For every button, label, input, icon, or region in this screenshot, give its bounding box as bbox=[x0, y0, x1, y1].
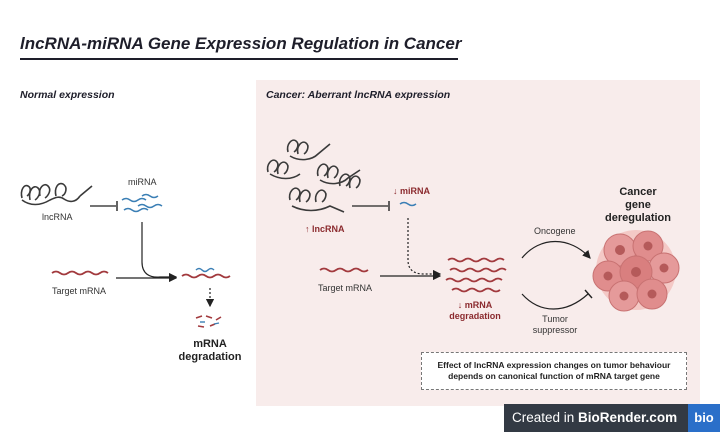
cancer-panel-heading: Cancer: Aberrant lncRNA expression bbox=[266, 89, 451, 101]
tumor-suppressor-bar bbox=[584, 289, 593, 299]
complex-mrna-icon bbox=[181, 273, 231, 279]
tumor-suppressor-line2: suppressor bbox=[532, 325, 578, 335]
cancer-outcome-line2: gene bbox=[625, 199, 651, 211]
mirna-to-target-arrow bbox=[141, 222, 178, 282]
biorender-badge-text[interactable]: Created in BioRender.com bbox=[512, 410, 677, 425]
title-underline bbox=[20, 58, 458, 60]
normal-mirna-label: miRNA bbox=[128, 177, 157, 187]
cancer-outcome-line3: deregulation bbox=[604, 212, 671, 224]
oncogene-label: Oncogene bbox=[534, 226, 576, 236]
tumor-suppressor-line bbox=[521, 293, 589, 310]
cancer-mirna-arrow bbox=[407, 218, 442, 279]
degraded-mirna-icon bbox=[200, 321, 220, 325]
normal-degradation-label: mRNA degradation bbox=[170, 338, 250, 364]
effect-note-box: Effect of lncRNA expression changes on t… bbox=[421, 352, 687, 390]
oncogene-arrow bbox=[521, 240, 591, 259]
badge-brand: BioRender.com bbox=[578, 410, 678, 425]
normal-target-label: Target mRNA bbox=[52, 286, 107, 296]
cancer-degradation-line2: degradation bbox=[449, 311, 501, 321]
tumor-suppressor-line1: Tumor bbox=[542, 314, 568, 324]
page-title: lncRNA-miRNA Gene Expression Regulation … bbox=[20, 34, 462, 53]
bound-mirna-icon bbox=[195, 267, 215, 273]
normal-panel-heading: Normal expression bbox=[20, 89, 115, 101]
accumulated-mrna-icon bbox=[445, 257, 507, 293]
tumor-cells-icon bbox=[592, 230, 680, 312]
normal-lncrna-label: lncRNA bbox=[42, 212, 73, 222]
cancer-degradation-line1: ↓ mRNA bbox=[457, 300, 493, 310]
badge-prefix: Created in bbox=[512, 410, 579, 425]
normal-degradation-line2: degradation bbox=[178, 351, 242, 363]
cancer-degradation-label: ↓ mRNA degradation bbox=[444, 300, 506, 322]
effect-note-line2: depends on canonical function of mRNA ta… bbox=[448, 371, 660, 381]
effect-note-line1: Effect of lncRNA expression changes on t… bbox=[437, 360, 671, 370]
biorender-badge[interactable] bbox=[504, 404, 720, 432]
cancer-target-label: Target mRNA bbox=[318, 283, 373, 293]
tumor-suppressor-label: Tumor suppressor bbox=[530, 314, 580, 336]
cancer-target-mrna-icon bbox=[319, 267, 369, 273]
cancer-mirna-label: ↓ miRNA bbox=[393, 186, 431, 196]
degraded-fragments-icon bbox=[195, 315, 222, 328]
lncrna-structure-icon bbox=[20, 182, 93, 206]
normal-degradation-line1: mRNA bbox=[193, 338, 227, 350]
cancer-outcome-label: Cancer gene deregulation bbox=[596, 186, 680, 225]
mirna-cluster-icon bbox=[121, 193, 163, 213]
target-mrna-icon bbox=[51, 270, 109, 276]
lncrna-cluster-icon bbox=[266, 139, 361, 213]
biorender-logo-icon[interactable]: bio bbox=[688, 404, 720, 432]
cancer-lncrna-label: ↑ lncRNA bbox=[305, 224, 345, 234]
cancer-mirna-icon bbox=[399, 201, 417, 207]
cancer-outcome-line1: Cancer bbox=[619, 186, 657, 198]
